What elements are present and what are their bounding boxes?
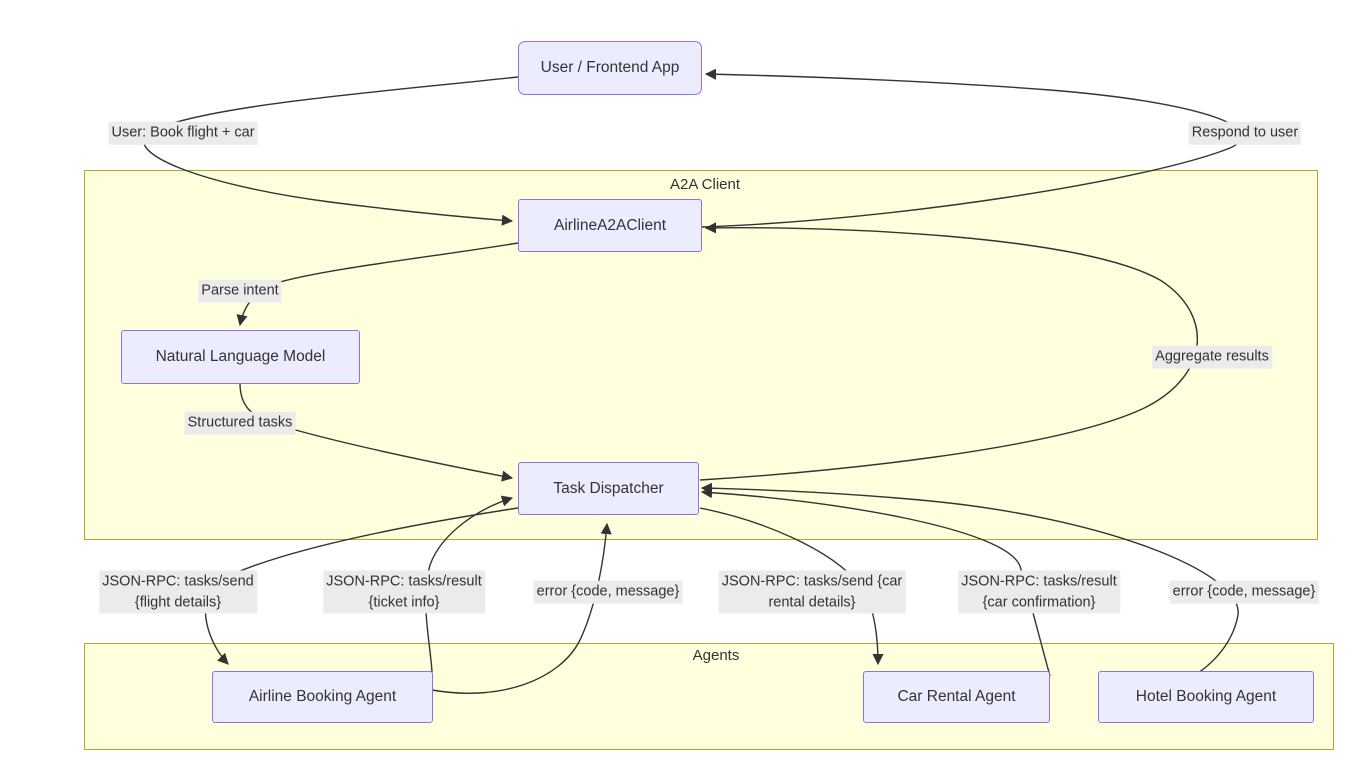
node-airline-booking-agent[interactable]: Airline Booking Agent bbox=[212, 671, 433, 723]
node-natural-language-model[interactable]: Natural Language Model bbox=[121, 330, 360, 384]
cluster-label-agents: Agents bbox=[692, 647, 740, 664]
edge-label-tasks-send-flight: JSON-RPC: tasks/send {flight details} bbox=[99, 570, 257, 614]
node-airline-a2a-client[interactable]: AirlineA2AClient bbox=[518, 199, 702, 252]
edge-label-tasks-result-car: JSON-RPC: tasks/result {car confirmation… bbox=[958, 570, 1120, 614]
edge-label-tasks-send-car: JSON-RPC: tasks/send {car rental details… bbox=[718, 570, 906, 614]
node-hotel-booking-agent[interactable]: Hotel Booking Agent bbox=[1098, 671, 1314, 723]
edge-label-error-right: error {code, message} bbox=[1169, 580, 1319, 604]
edge-label-structured-tasks: Structured tasks bbox=[184, 411, 296, 435]
edge-label-tasks-result-ticket: JSON-RPC: tasks/result {ticket info} bbox=[323, 570, 485, 614]
edge-label-user-book-flight-car: User: Book flight + car bbox=[108, 121, 258, 145]
edge-label-parse-intent: Parse intent bbox=[198, 279, 282, 303]
cluster-label-a2a-client: A2A Client bbox=[669, 176, 741, 193]
node-car-rental-agent[interactable]: Car Rental Agent bbox=[863, 671, 1050, 723]
edge-label-error-left: error {code, message} bbox=[533, 580, 683, 604]
node-user-frontend-app[interactable]: User / Frontend App bbox=[518, 41, 702, 95]
edge-label-aggregate-results: Aggregate results bbox=[1152, 345, 1272, 369]
node-task-dispatcher[interactable]: Task Dispatcher bbox=[518, 462, 699, 515]
edge-label-respond-to-user: Respond to user bbox=[1188, 121, 1302, 145]
